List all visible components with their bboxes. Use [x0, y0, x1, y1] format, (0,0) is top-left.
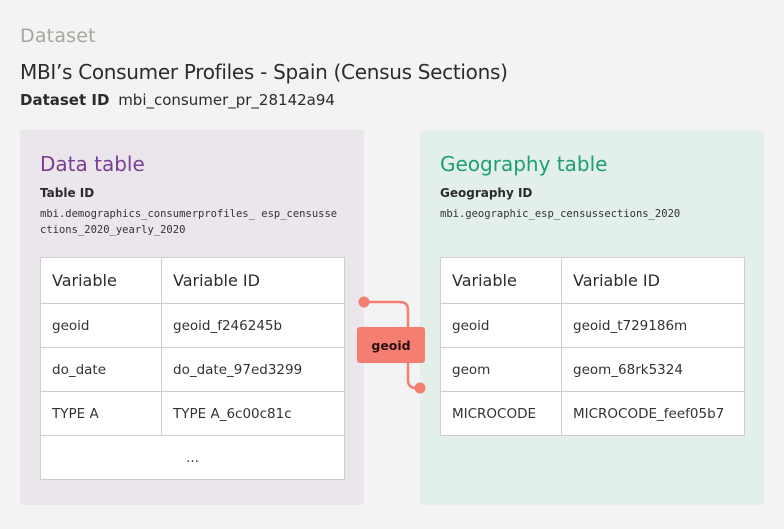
table-id-label: Table ID	[40, 186, 95, 200]
dataset-title: MBI’s Consumer Profiles - Spain (Census …	[20, 60, 508, 84]
more-rows-ellipsis: ...	[40, 435, 345, 480]
dataset-id: Dataset ID mbi_consumer_pr_28142a94	[20, 91, 335, 109]
data-table-panel: Data table Table ID mbi.demographics_con…	[20, 130, 364, 505]
column-header-variable-id: Variable ID	[561, 257, 745, 304]
more-rows-row: ...	[40, 435, 345, 480]
table-id-value: mbi.demographics_consumerprofiles_ esp_c…	[40, 208, 338, 236]
table-header-row: Variable Variable ID	[440, 257, 745, 304]
join-target-dot	[414, 382, 426, 394]
variable-cell: geoid	[40, 303, 162, 348]
table-row: geoid geoid_t729186m	[440, 303, 745, 348]
data-table-title: Data table	[40, 152, 145, 176]
join-key-badge: geoid	[357, 327, 425, 363]
variable-cell: geom	[440, 347, 562, 392]
variable-cell: MICROCODE	[440, 391, 562, 436]
geography-id-value: mbi.geographic_esp_censussections_2020	[440, 208, 681, 220]
variable-id-cell: MICROCODE_feef05b7	[561, 391, 745, 436]
geography-variables-table: Variable Variable ID geoid geoid_t729186…	[440, 257, 745, 436]
variable-cell: TYPE A	[40, 391, 162, 436]
dataset-id-value: mbi_consumer_pr_28142a94	[118, 91, 335, 109]
geography-table-panel: Geography table Geography ID mbi.geograp…	[420, 130, 764, 505]
geography-table-title: Geography table	[440, 152, 608, 176]
dataset-id-label: Dataset ID	[20, 91, 110, 109]
variable-id-cell: geoid_t729186m	[561, 303, 745, 348]
column-header-variable: Variable	[440, 257, 562, 304]
dataset-eyebrow: Dataset	[20, 25, 96, 47]
table-row: MICROCODE MICROCODE_feef05b7	[440, 391, 745, 436]
data-variables-table: Variable Variable ID geoid geoid_f246245…	[40, 257, 345, 480]
geography-id-label: Geography ID	[440, 186, 533, 200]
variable-cell: geoid	[440, 303, 562, 348]
table-row: TYPE A TYPE A_6c00c81c	[40, 391, 345, 436]
variable-id-cell: do_date_97ed3299	[161, 347, 345, 392]
join-source-dot	[358, 296, 370, 308]
